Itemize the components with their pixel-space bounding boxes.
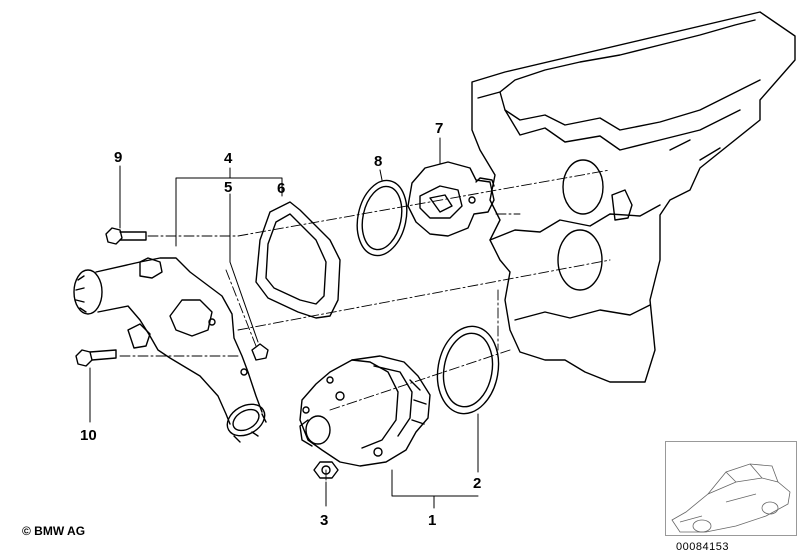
bolt-9 <box>105 227 147 245</box>
leader-lines <box>89 137 479 509</box>
callout-labels: 1 2 3 4 5 6 7 8 9 10 <box>80 120 481 529</box>
assembly-axis-lines <box>119 169 611 481</box>
water-pump <box>299 355 431 467</box>
callout-2: 2 <box>473 475 481 492</box>
callout-8: 8 <box>374 153 382 170</box>
gasket-seal <box>255 201 341 319</box>
engine-block <box>471 11 796 383</box>
callout-6: 6 <box>277 180 285 197</box>
gasket-ring-thermostat <box>356 179 408 257</box>
vehicle-thumbnail <box>665 441 797 536</box>
coolant-housing <box>73 257 267 443</box>
gasket-ring-pump <box>436 325 500 415</box>
callout-10: 10 <box>80 427 97 444</box>
callout-1: 1 <box>428 512 436 529</box>
thermostat <box>407 161 495 237</box>
callout-3: 3 <box>320 512 328 529</box>
bolt-10 <box>75 349 117 367</box>
callout-5: 5 <box>224 179 232 196</box>
copyright: © BMW AG <box>22 524 86 538</box>
diagram-id: 00084153 <box>676 541 729 553</box>
car-sketch <box>671 463 791 533</box>
callout-7: 7 <box>435 120 443 137</box>
callout-4: 4 <box>224 150 233 167</box>
plug <box>251 343 269 361</box>
callout-9: 9 <box>114 149 122 166</box>
